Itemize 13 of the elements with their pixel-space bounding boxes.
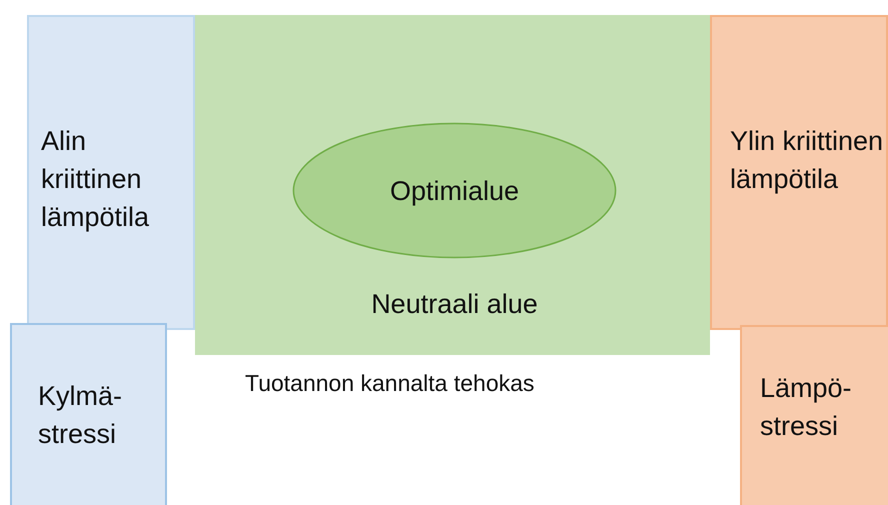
optimum-ellipse [292, 122, 617, 259]
zone-label: Kylmä- stressi [38, 380, 124, 451]
zone-label: Alin kriittinen lämpötila [41, 125, 150, 234]
warm-zone-band [710, 15, 888, 330]
zone-label: Ylin kriittinen lämpötila [730, 125, 884, 196]
zone-label: Lämpö- stressi [760, 372, 850, 443]
heat-stress-box [740, 325, 888, 505]
note-text: Tuotannon kannalta tehokas [245, 369, 534, 398]
cold-stress-box [10, 323, 167, 505]
cold-zone-band [27, 15, 195, 330]
zone-label: Optimialue [388, 174, 520, 208]
zone-label: Neutraali alue [370, 288, 539, 321]
neutral-zone-band [195, 15, 710, 355]
